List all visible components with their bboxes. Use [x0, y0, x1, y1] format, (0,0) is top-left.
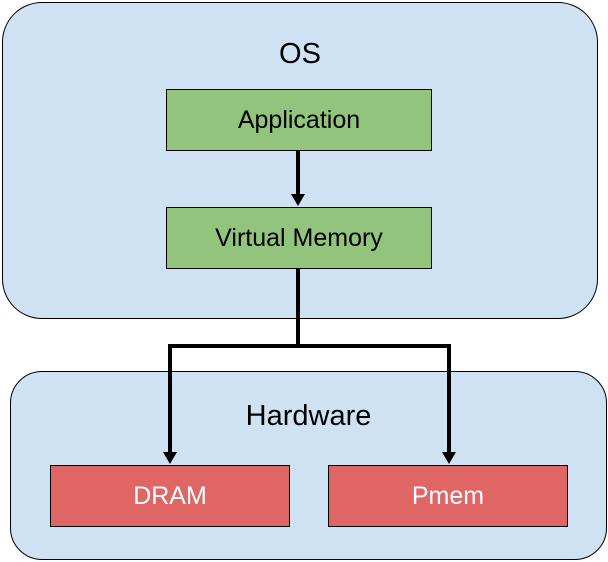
hardware-title: Hardware: [245, 400, 372, 432]
pmem-label: Pmem: [411, 481, 485, 510]
dram-box: DRAM: [50, 465, 290, 527]
application-label: Application: [237, 105, 361, 134]
os-title: OS: [279, 38, 321, 70]
dram-label: DRAM: [133, 481, 207, 510]
application-box: Application: [166, 89, 432, 151]
pmem-box: Pmem: [328, 465, 568, 527]
virtual-memory-box: Virtual Memory: [166, 207, 432, 269]
os-container: OS: [2, 2, 598, 319]
virtual-memory-label: Virtual Memory: [215, 223, 383, 252]
